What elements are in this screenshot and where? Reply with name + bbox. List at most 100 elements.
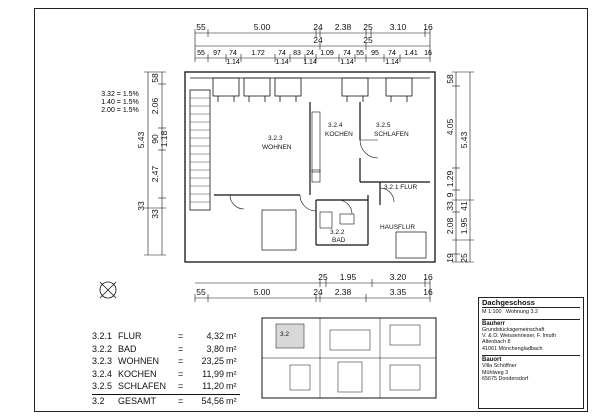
room-number-schlafen: 3.2.5 (376, 122, 391, 129)
legend-value: 11,99 (202, 368, 224, 379)
legend-value: 11,20 (202, 381, 224, 392)
stair-hatch (190, 97, 210, 203)
dim-top-3: 95 (371, 50, 379, 57)
legend-name: GESAMT (118, 395, 157, 406)
bath-fixture-basin (339, 213, 355, 225)
dim-left: 2.06 (150, 97, 160, 114)
dim-bottom-1: 16 (423, 272, 433, 282)
dim-top-sub: 1.14 (275, 59, 289, 66)
room-label-schlafen: SCHLAFEN (374, 131, 409, 138)
key-plan-unit-highlight (275, 323, 305, 349)
title-block-title: Dachgeschoss (482, 299, 580, 309)
dim-top-1: 3.10 (390, 22, 407, 32)
kitchen-counter (311, 111, 321, 173)
legend-no: 3.2.5 (92, 381, 113, 392)
dim-left: 33 (136, 201, 146, 211)
legend-name: WOHNEN (118, 356, 159, 367)
dim-top-3: 55 (356, 50, 364, 57)
dim-top-sub: 1.14 (226, 59, 240, 66)
room-label-kochen: KOCHEN (325, 131, 353, 138)
dim-right: 25 (459, 253, 469, 263)
dim-top-1: 16 (423, 22, 433, 32)
dim-ticks-top (194, 29, 431, 62)
dim-bottom-2: 2.38 (335, 287, 352, 297)
room-label-bad: BAD (332, 237, 346, 244)
building-walls (184, 71, 436, 263)
dim-top-3: 97 (213, 50, 221, 57)
dim-bottom-1: 1.95 (340, 272, 357, 282)
legend-eq: = (178, 381, 184, 392)
dim-left: 33 (150, 209, 160, 219)
dim-top-3: 74 (229, 50, 237, 57)
bauherr-label: Bauherr (482, 318, 580, 327)
dim-top-3: 1.72 (251, 50, 265, 57)
dim-right: 2.08 (445, 217, 455, 234)
legend-unit: m² (226, 331, 237, 341)
legend-eq: = (178, 343, 184, 354)
dim-right: 4.05 (445, 118, 455, 135)
bauherr-line: Altenbach 8 (482, 339, 511, 346)
dim-bottom-1: 3.20 (390, 272, 407, 282)
door-swings (229, 139, 395, 215)
dim-left: 2.47 (150, 165, 160, 182)
bauort-line: Villa Schöffner (482, 363, 517, 370)
dim-right: 5.43 (459, 131, 469, 148)
bauherr-line: 41061 Mönchengladbach (482, 345, 543, 352)
dim-top-3: 74 (278, 50, 286, 57)
dim-bottom-2: 55 (196, 287, 206, 297)
dim-note: 1.40 = 1.5% (101, 99, 139, 106)
legend-name: KOCHEN (118, 368, 157, 379)
dim-top-2: 24 (313, 35, 323, 45)
dim-right: 58 (445, 74, 455, 84)
room-label-hausflur: HAUSFLUR (380, 224, 415, 231)
dim-top-sub: 1.14 (303, 59, 317, 66)
bauherr-line: V. & D. Weissenrieser, F. Imuth (482, 333, 556, 340)
legend-eq: = (178, 331, 184, 341)
interior-walls (214, 102, 430, 246)
dim-bottom-2: 24 (313, 287, 323, 297)
room-label-wohnen: WOHNEN (262, 144, 292, 151)
bauherr-line: Grundstücksgemeinschaft (482, 326, 545, 333)
dim-left: 58 (150, 73, 160, 83)
dim-top-1: 55 (196, 22, 206, 32)
legend-value: 23,25 (201, 356, 224, 367)
dim-bottom-2: 5.00 (254, 287, 271, 297)
dim-right: 33 (445, 201, 455, 211)
bauort-label: Bauort (482, 355, 580, 363)
dim-left: 5.43 (136, 131, 146, 148)
legend-unit: m² (226, 395, 237, 406)
dim-top-1: 2.38 (335, 22, 352, 32)
bauort-line: Mühlweg 3 (482, 369, 509, 376)
legend-unit: m² (226, 356, 237, 367)
dim-right: 41 (459, 201, 469, 211)
dim-top-3: 1.41 (404, 50, 418, 57)
lower-stair (261, 209, 297, 251)
legend-no: 3.2 (92, 395, 105, 406)
hausflur-stair (395, 231, 427, 259)
legend-name: BAD (118, 343, 137, 354)
dim-right: 1.95 (459, 217, 469, 234)
key-plan (261, 317, 437, 399)
stair-left (189, 89, 211, 211)
room-number-bad: 3.2.2 (330, 229, 345, 236)
legend-unit: m² (226, 381, 237, 392)
dim-bottom-2: 16 (423, 287, 433, 297)
dormers (212, 77, 413, 102)
dim-bottom-1: 25 (318, 272, 328, 282)
title-block-scale: M 1:100 (482, 309, 502, 316)
dim-top-3: 83 (293, 50, 301, 57)
dim-right: 1.29 (445, 170, 455, 187)
legend-value: 4,32 (206, 331, 224, 341)
legend-name: SCHLAFEN (118, 381, 167, 392)
dim-top-3: 24 (306, 50, 314, 57)
legend-no: 3.2.2 (92, 343, 113, 354)
dim-top-1: 5.00 (254, 22, 271, 32)
dim-top-3: 1.09 (320, 50, 334, 57)
